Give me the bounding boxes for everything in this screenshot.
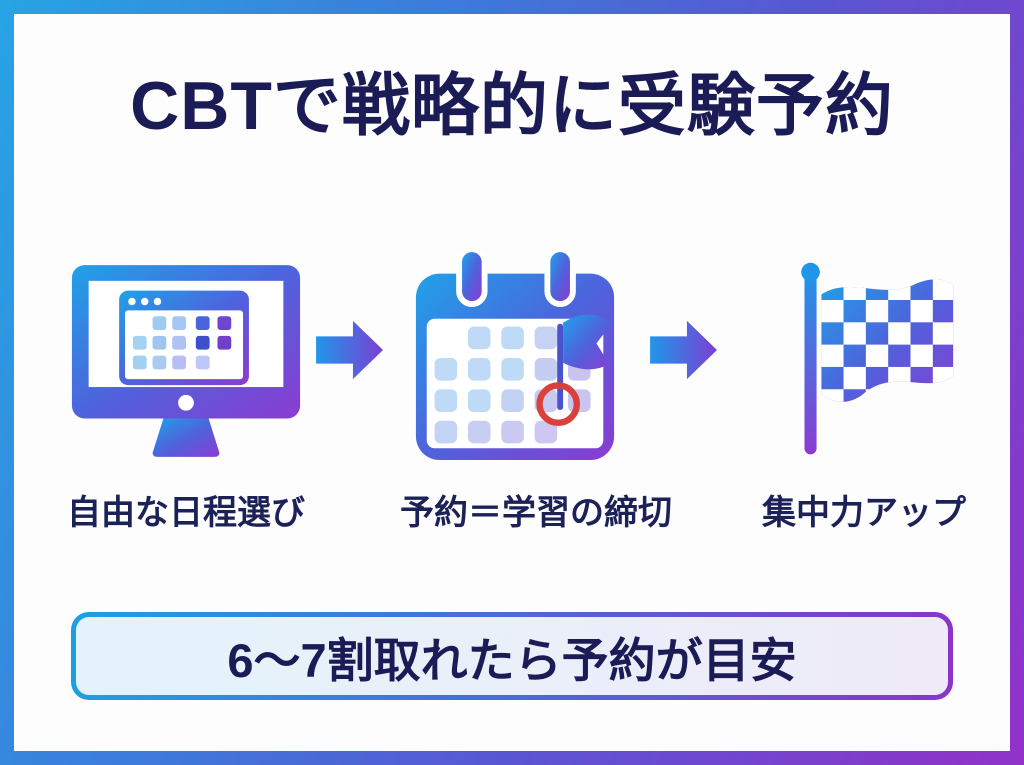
step-label: 自由な日程選び: [67, 494, 305, 532]
calendar-flag-icon: [400, 242, 632, 477]
arrow-right-icon: [316, 318, 386, 382]
step-label: 予約＝学習の締切: [400, 494, 672, 532]
step-label: 集中力アップ: [762, 494, 966, 532]
monitor-calendar-icon: [54, 242, 318, 477]
guideline-text: 6〜7割取れたら予約が目安: [227, 633, 797, 687]
arrow-right-icon: [650, 318, 720, 382]
guideline-banner: 6〜7割取れたら予約が目安: [71, 612, 953, 700]
checkered-flag-icon: [762, 242, 966, 477]
page-title: CBTで戦略的に受験予約: [130, 68, 894, 144]
content-panel: CBTで戦略的に受験予約: [14, 14, 1010, 751]
step-reservation-deadline: 予約＝学習の締切: [400, 242, 672, 534]
step-free-schedule: 自由な日程選び: [54, 242, 318, 534]
step-focus-up: 集中力アップ: [762, 242, 966, 534]
